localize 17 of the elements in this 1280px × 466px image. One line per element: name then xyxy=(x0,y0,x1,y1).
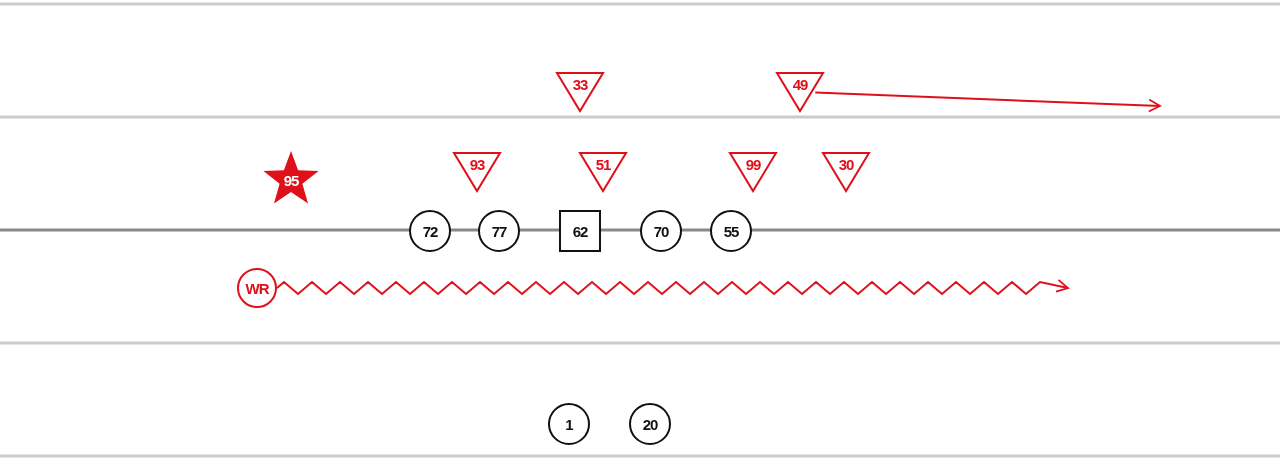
defender-triangle: 93 xyxy=(453,152,501,192)
motion-arrow xyxy=(276,278,1069,296)
defender-triangle: 30 xyxy=(822,152,870,192)
player-circle: 1 xyxy=(548,403,590,445)
defender-triangle: 33 xyxy=(556,72,604,112)
player-circle: 20 xyxy=(629,403,671,445)
defender-triangle: 51 xyxy=(579,152,627,192)
star-marker: 95 xyxy=(262,150,320,206)
route-arrow xyxy=(814,91,1161,113)
player-circle: 72 xyxy=(409,210,451,252)
defender-triangle: 99 xyxy=(729,152,777,192)
player-circle: 77 xyxy=(478,210,520,252)
defender-triangle: 49 xyxy=(776,72,824,112)
player-circle: 70 xyxy=(640,210,682,252)
player-circle: 55 xyxy=(710,210,752,252)
center-square: 62 xyxy=(559,210,601,252)
receiver-circle: WR xyxy=(237,268,277,308)
